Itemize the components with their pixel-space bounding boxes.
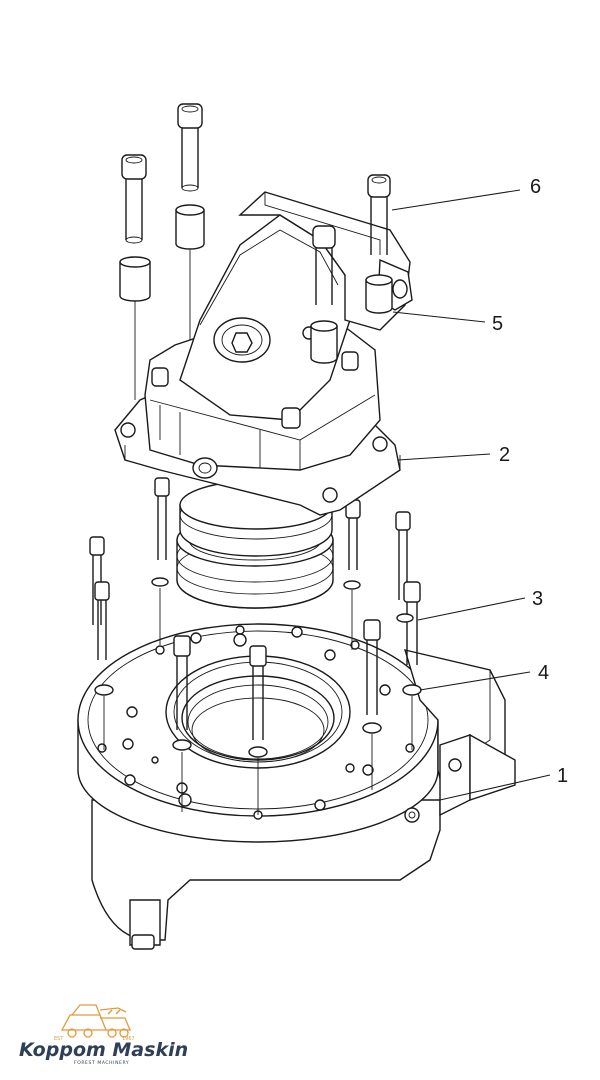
lower-washers: [94, 577, 422, 758]
spacer-sleeves: [119, 204, 393, 364]
callout-3: 3: [532, 588, 543, 610]
hydraulic-motor: [114, 191, 413, 609]
logo-name: Koppom Maskin: [19, 1039, 188, 1061]
company-logo: EST 1967 Koppom Maskin FOREST MACHINERY: [19, 1004, 188, 1066]
callout-4: 4: [538, 662, 549, 684]
logo-year: 1967: [122, 1036, 135, 1042]
rotator-base-ring: [77, 623, 516, 950]
upper-bolts: [121, 103, 391, 305]
lower-bolts: [89, 477, 421, 740]
logo-tagline: FOREST MACHINERY: [74, 1060, 129, 1066]
logo-est: EST: [54, 1036, 64, 1042]
callout-1: 1: [557, 765, 568, 787]
callout-leaders: [391, 189, 551, 801]
callout-labels: 6 5 2 3 4 1: [492, 176, 568, 787]
callout-6: 6: [530, 176, 541, 198]
assembly-axes: [103, 250, 413, 815]
callout-5: 5: [492, 313, 503, 335]
callout-2: 2: [499, 444, 510, 466]
logo-machine-icon: [60, 1004, 131, 1038]
